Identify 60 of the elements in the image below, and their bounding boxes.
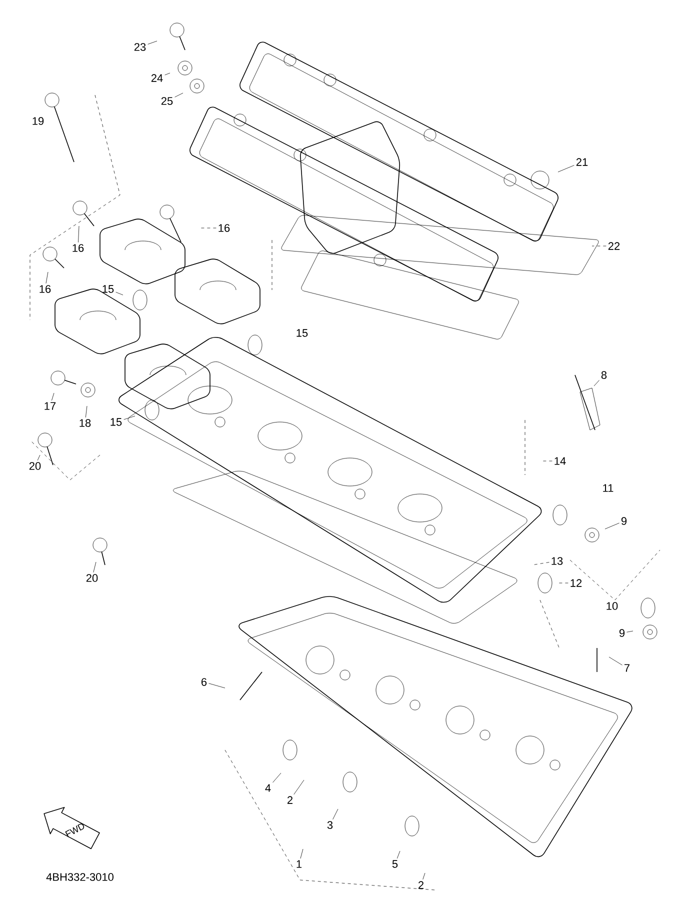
leader-line [542,460,552,462]
callout-number: 12 [570,579,582,587]
callout-number: 15 [102,285,114,293]
leader-line [148,40,158,44]
leader-line [164,72,170,76]
callout-number: 21 [576,158,588,166]
leader-line [174,92,184,98]
callout-number: 16 [218,224,230,232]
direction-label: FWD [65,824,84,838]
callout-number: 19 [32,117,44,125]
callout-number: 16 [40,285,51,293]
callout-number: 15 [110,418,122,426]
part-number: 4BH332-3010 [46,873,114,881]
callout-number: 13 [552,557,563,565]
leader-line [93,562,96,573]
leader-line [78,226,80,243]
callout-number: 20 [29,462,41,470]
callout-number: 9 [619,629,625,637]
callout-number: 10 [606,602,618,610]
leader-line [604,522,620,530]
callout-number: 17 [44,402,56,410]
leader-line [51,392,54,401]
leader-line [116,292,124,296]
leader-line [594,380,600,386]
callout-number: 16 [72,244,84,252]
callout-number: 14 [554,457,566,465]
leader-line [272,772,282,783]
callout-number: 23 [134,43,146,51]
callout-number: 24 [151,74,163,82]
leader-line [626,630,634,632]
leader-line [208,683,226,688]
leader-line [294,780,304,795]
leader-line [608,656,622,666]
leader-line [124,416,136,420]
callout-number: 20 [86,574,98,582]
leader-line [332,808,338,820]
callout-number: 7 [624,664,630,672]
callout-number: 18 [80,419,91,427]
leader-line [422,872,426,880]
leader-line [85,406,88,418]
callout-number: 6 [202,678,207,686]
leader-line [37,454,40,461]
leader-line [558,582,568,584]
callout-number: 22 [608,242,620,250]
leader-line [46,272,48,284]
callout-number: 11 [603,484,614,492]
leader-line [300,848,304,859]
leader-line [558,165,574,172]
leader-line [532,562,550,566]
callout-number: 3 [327,821,333,829]
callout-number: 8 [601,371,607,379]
callout-number: 15 [296,329,308,337]
callout-number: 4 [265,784,271,792]
leader-line [396,850,400,859]
callout-number: 1 [296,860,302,868]
callout-number: 25 [161,97,173,105]
callout-number: 5 [392,860,398,868]
callout-number: 9 [621,517,627,525]
callout-number: 2 [418,881,424,889]
callout-number: 2 [287,796,292,804]
